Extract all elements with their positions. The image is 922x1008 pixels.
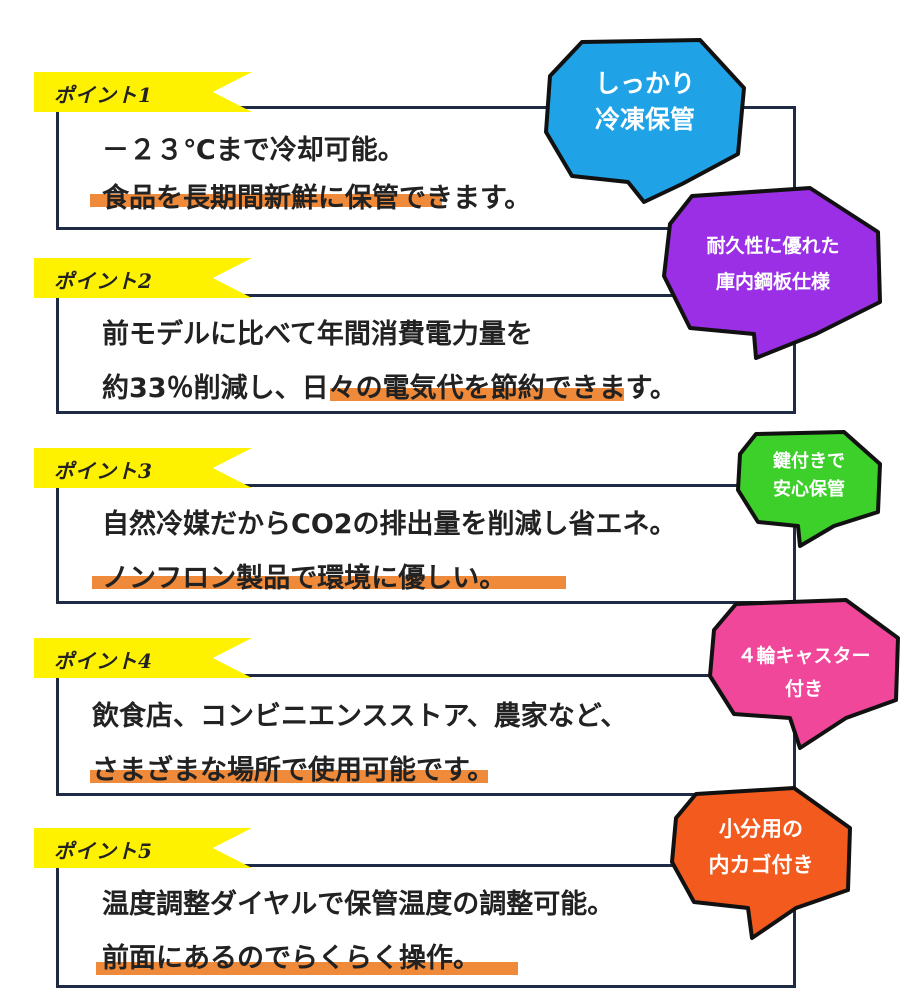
point-2-tag: ポイント2 [34, 258, 252, 298]
bubble-cold-storage: しっかり 冷凍保管 [542, 36, 748, 206]
bubble-basket-line-1: 小分用の [719, 817, 803, 841]
bubble-casters-line-2: 付き [784, 678, 823, 701]
point-4-highlight [90, 770, 488, 783]
bubble-cold-storage-line-2: 冷凍保管 [594, 105, 695, 135]
point-5-label: ポイント5 [54, 839, 153, 863]
point-5-line-1: 温度調整ダイヤルで保管温度の調整可能。 [102, 889, 615, 920]
bubble-cold-storage-line-1: しっかり [594, 69, 695, 98]
bubble-lock-line-2: 安心保管 [773, 478, 845, 500]
point-2-line-1: 前モデルに比べて年間消費電力量を [102, 319, 533, 350]
point-3-highlight [92, 576, 566, 589]
bubble-casters-line-1: ４輪キャスター [737, 645, 871, 667]
point-4-line-1: 飲食店、コンビニエンスストア、農家など、 [92, 701, 628, 732]
point-2-label: ポイント2 [54, 269, 153, 293]
point-4-line-2: さまざまな場所で使用可能です。 [92, 755, 495, 786]
point-5-tag: ポイント5 [34, 828, 252, 868]
bubble-basket: 小分用の 内カゴ付き [668, 784, 854, 940]
point-2-highlight [330, 388, 624, 401]
point-3-tag: ポイント3 [34, 448, 252, 488]
bubble-cold-storage-shape [544, 38, 746, 204]
point-3-label: ポイント3 [54, 459, 153, 483]
bubble-steel-plate-line-1: 耐久性に優れた [706, 235, 840, 257]
bubble-steel-plate-line-2: 庫内鋼板仕様 [715, 271, 830, 294]
bubble-lock: 鍵付きで 安心保管 [734, 428, 884, 548]
bubble-lock-shape [736, 430, 882, 548]
point-2-line-2: 約33％削減し、日々の電気代を節約できます。 [102, 373, 677, 404]
point-4-label: ポイント4 [54, 649, 153, 673]
point-5-line-2: 前面にあるのでらくらく操作。 [102, 943, 480, 974]
point-1-line-2: 食品を長期間新鮮に保管できます。 [102, 183, 532, 214]
bubble-lock-line-1: 鍵付きで [773, 451, 845, 472]
point-1-tag: ポイント1 [34, 72, 252, 112]
bubble-casters: ４輪キャスター 付き [706, 596, 902, 752]
point-3-line-2: ノンフロン製品で環境に優しい。 [102, 563, 507, 594]
point-1-label: ポイント1 [54, 83, 153, 107]
point-3-line-1: 自然冷媒だからCO2の排出量を削減し省エネ。 [102, 509, 677, 540]
bubble-basket-shape [670, 786, 852, 940]
bubble-steel-plate-shape [662, 186, 882, 360]
point-1-highlight [90, 194, 442, 207]
bubble-steel-plate: 耐久性に優れた 庫内鋼板仕様 [660, 184, 886, 362]
point-1-line-1: －２３℃まで冷却可能。 [102, 135, 405, 166]
point-4-tag: ポイント4 [34, 638, 252, 678]
bubble-casters-shape [708, 598, 900, 750]
bubble-basket-line-2: 内カゴ付き [708, 852, 814, 877]
point-5-highlight [96, 962, 518, 975]
